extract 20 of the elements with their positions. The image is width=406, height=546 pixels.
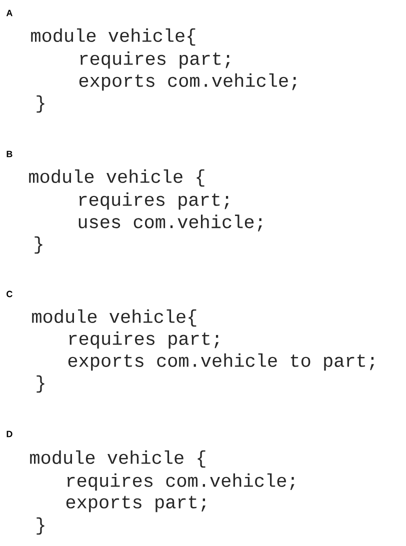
code-line: } xyxy=(36,95,44,113)
code-line: } xyxy=(34,236,42,254)
code-line: module vehicle{ xyxy=(32,309,196,327)
code-line: module vehicle { xyxy=(30,450,206,468)
code-line: exports part; xyxy=(66,496,206,512)
code-line: module vehicle { xyxy=(29,169,204,187)
code-line: uses com.vehicle; xyxy=(78,214,262,232)
code-line: requires com.vehicle; xyxy=(67,473,294,491)
option-letter: A xyxy=(6,10,12,16)
code-line: requires part; xyxy=(79,192,229,210)
code-line: } xyxy=(36,517,44,535)
option-letter: B xyxy=(6,150,12,158)
option-letter: D xyxy=(6,430,12,438)
code-line: exports com.vehicle; xyxy=(79,73,296,91)
code-line: exports com.vehicle to part; xyxy=(68,353,374,371)
option-letter: C xyxy=(6,290,12,298)
code-line: module vehicle{ xyxy=(31,28,196,46)
code-line: requires part; xyxy=(80,51,230,69)
code-line: } xyxy=(36,375,44,393)
code-line: requires part; xyxy=(69,331,219,349)
